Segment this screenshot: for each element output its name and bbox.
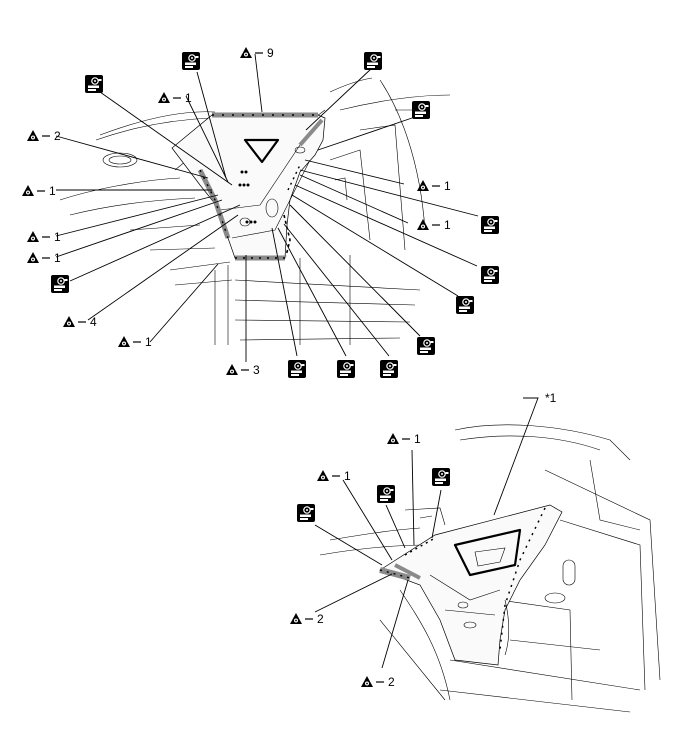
triangle-dot-icon [26,129,51,142]
bottom-background-structure [319,424,661,713]
triangle-dot-icon [26,251,51,264]
callout-2: 2 [388,675,395,689]
sealer-gun-icon [50,274,70,294]
callout-1: 1 [49,184,56,198]
sealer-gun-icon [431,467,451,487]
top-quarter-panel [171,114,326,259]
callout-2: 2 [317,612,324,626]
callout-2: 2 [54,129,61,143]
callout-1: 1 [185,91,192,105]
triangle-dot-icon [117,335,142,348]
triangle-dot-icon [386,432,411,445]
callout-1: 1 [414,432,421,446]
callout-1: 1 [145,335,152,349]
sealer-gun-icon [480,215,500,235]
sealer-gun-icon [480,265,500,285]
sealer-gun-icon [376,484,396,504]
bottom-view: *1 1 1 2 2 [289,391,661,713]
callout-1: 1 [54,251,61,265]
triangle-dot-icon [416,179,441,192]
bottom-quarter-panel [379,504,563,666]
callout-3: 3 [253,363,260,377]
callout-4: 4 [90,315,97,329]
top-leader-lines [55,53,479,362]
callout-1: 1 [344,469,351,483]
callout-1: 1 [444,179,451,193]
triangle-dot-icon [62,315,87,328]
sealer-gun-icon [416,336,436,356]
triangle-dot-icon [26,230,51,243]
top-callouts: 9 1 2 1 1 1 4 1 3 [21,46,500,379]
triangle-dot-icon [21,184,46,197]
top-view: 9 1 2 1 1 1 4 1 3 [21,46,500,379]
sealer-gun-icon [363,51,383,71]
sealer-gun-icon [336,359,356,379]
sealer-gun-icon [287,359,307,379]
triangle-dot-icon [289,612,314,625]
sealer-gun-icon [181,51,201,71]
sealer-gun-icon [411,100,431,120]
triangle-dot-icon [316,469,341,482]
callout-1: 1 [54,230,61,244]
callout-1: 1 [444,218,451,232]
callout-9: 9 [267,46,274,60]
triangle-dot-icon [360,675,385,688]
callout-star-1: *1 [545,391,557,405]
bottom-leader-lines [314,397,539,669]
triangle-dot-icon [239,46,264,59]
sealer-gun-icon [84,74,104,94]
bottom-callouts: *1 1 1 2 2 [289,391,557,689]
triangle-dot-icon [416,218,441,231]
sealer-gun-icon [296,503,316,523]
sealer-gun-icon [379,359,399,379]
triangle-dot-icon [157,91,182,104]
bottom-sealer-bands [379,507,546,651]
triangle-dot-icon [225,363,250,376]
sealer-gun-icon [455,295,475,315]
